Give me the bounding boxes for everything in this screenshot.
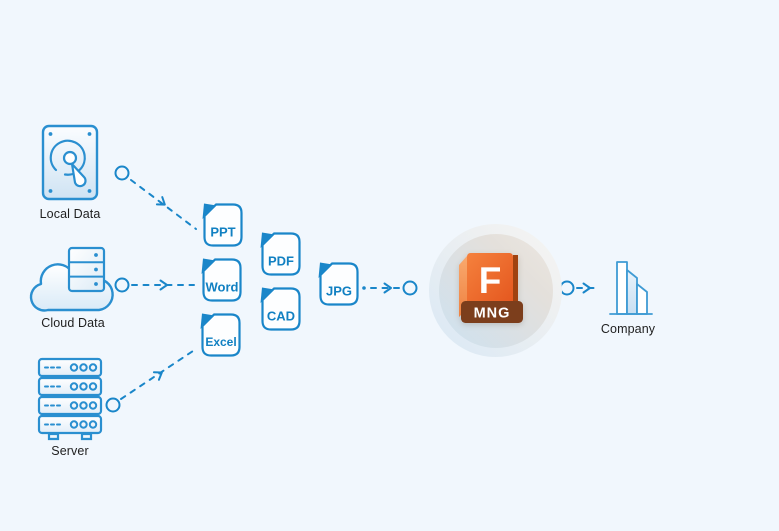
source-label-cloud-data: Cloud Data xyxy=(41,316,105,330)
destination-label-company: Company xyxy=(600,322,656,336)
logo-badge-plate xyxy=(461,301,523,323)
logo-letter: F xyxy=(479,260,502,301)
file-label: Word xyxy=(205,279,239,295)
folded-corner xyxy=(318,262,333,278)
document-icon xyxy=(260,232,301,276)
source-local-data: Local Data xyxy=(40,124,100,221)
hub-halo: F MNG xyxy=(429,224,562,357)
arrow-hub-to-company xyxy=(559,280,600,296)
folded-corner xyxy=(260,287,275,303)
document-icon xyxy=(201,258,242,302)
file-type-word: Word xyxy=(200,257,244,303)
source-cloud-data: Cloud Data xyxy=(26,246,120,330)
file-type-pdf: PDF xyxy=(259,231,303,277)
arrow-cloud-to-word xyxy=(114,277,195,293)
logo-side-shadow xyxy=(513,255,518,305)
logo-front-face xyxy=(467,253,513,305)
file-label: JPG xyxy=(325,283,352,299)
folded-corner xyxy=(201,258,216,274)
destination-company: Company xyxy=(600,252,656,336)
file-type-jpg: JPG xyxy=(317,261,361,307)
file-label: CAD xyxy=(266,308,296,324)
arrow-jpg-to-hub xyxy=(362,280,418,296)
document-icon xyxy=(200,313,241,357)
file-type-excel: Excel xyxy=(199,312,243,358)
document-icon xyxy=(318,262,359,306)
fmg-app-icon: F MNG xyxy=(459,253,523,323)
logo-badge-text: MNG xyxy=(474,306,511,322)
mini-rack-icon xyxy=(67,246,106,293)
file-type-cad: CAD xyxy=(259,286,303,332)
folded-corner xyxy=(200,313,215,329)
source-label-local-data: Local Data xyxy=(39,207,101,221)
document-icon xyxy=(202,203,243,247)
folded-corner xyxy=(202,203,217,219)
company-building-icon xyxy=(609,261,653,315)
source-label-server: Server xyxy=(51,444,89,458)
hard-drive-icon xyxy=(41,124,99,201)
arrow-local-to-ppt xyxy=(114,165,197,230)
server-unit-detail xyxy=(44,363,98,429)
file-label: Excel xyxy=(205,335,237,350)
cloud-server-icon xyxy=(29,246,114,312)
file-label: PPT xyxy=(210,224,236,240)
source-server: Server xyxy=(37,357,103,458)
document-icon xyxy=(260,287,301,331)
arrow-server-to-excel xyxy=(105,348,197,413)
folded-corner xyxy=(260,232,275,248)
server-rack-icon xyxy=(37,357,103,441)
file-type-ppt: PPT xyxy=(201,202,245,248)
file-label: PDF xyxy=(268,253,294,269)
